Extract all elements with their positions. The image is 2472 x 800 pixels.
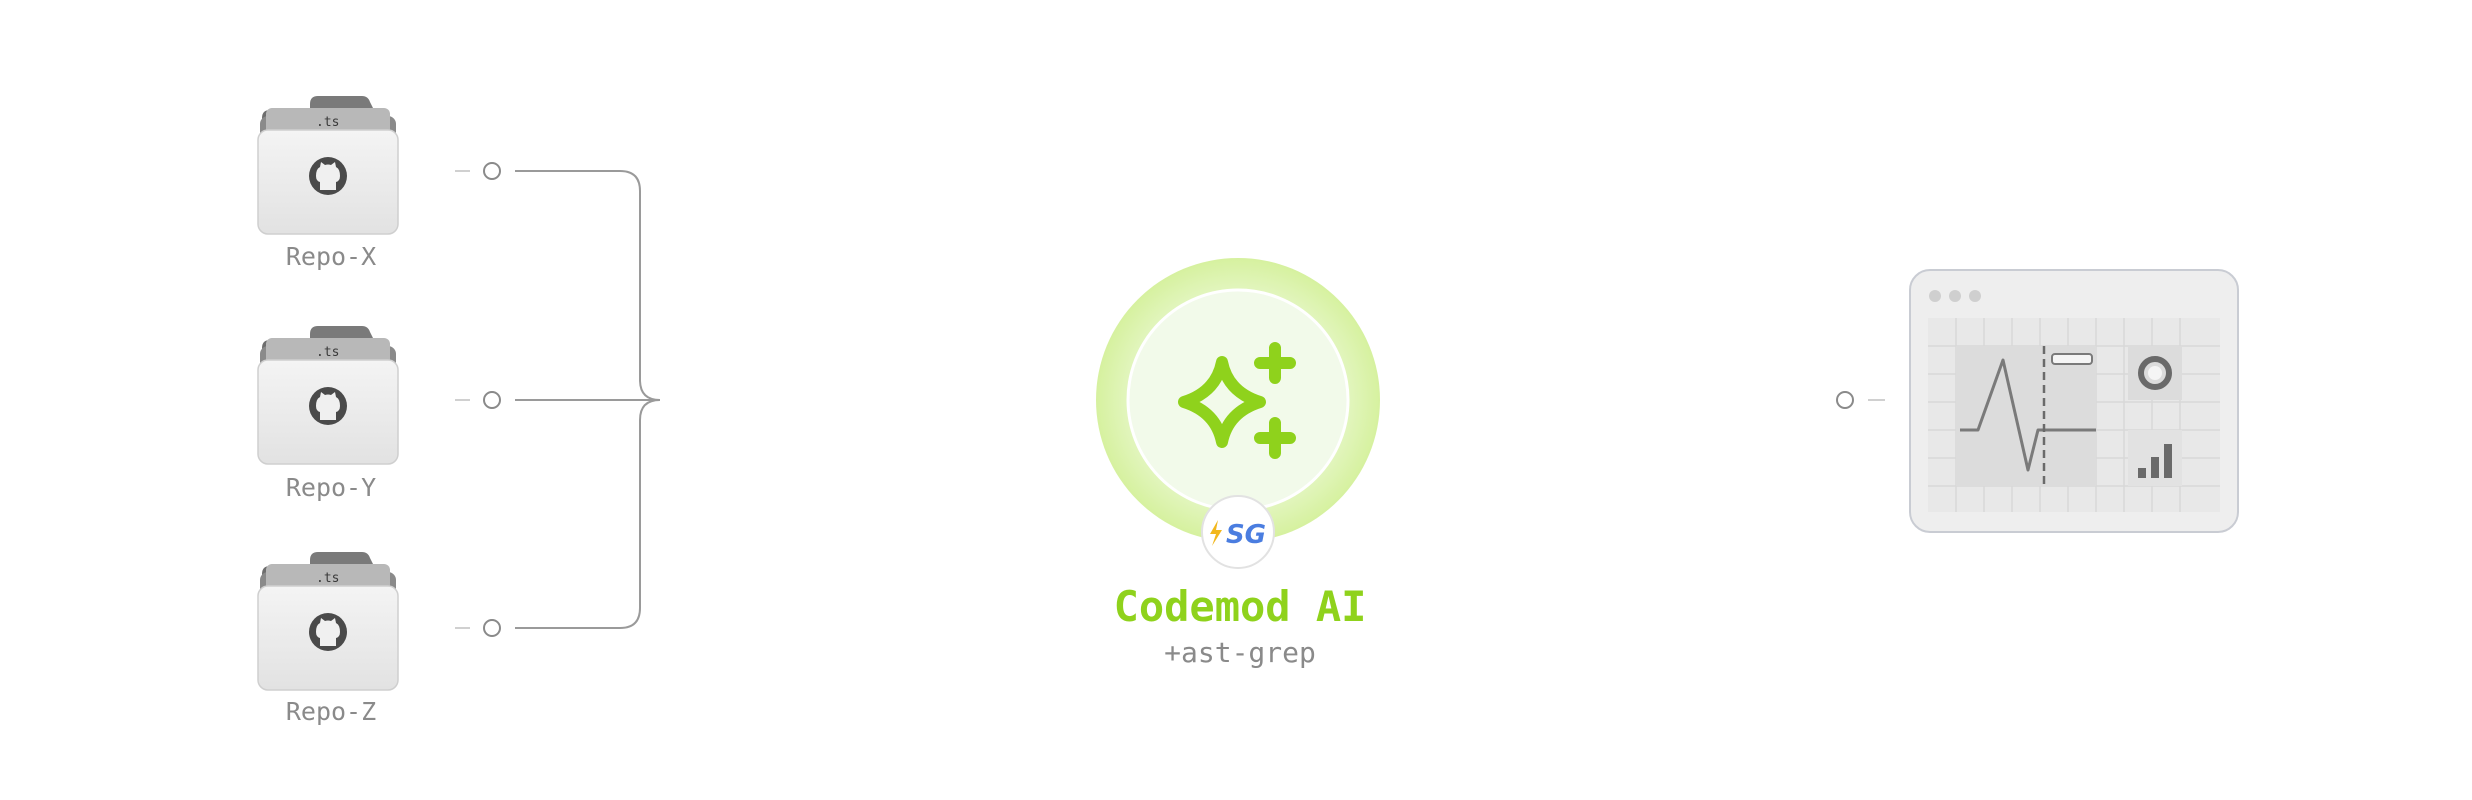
ast-grep-badge: SG (1201, 495, 1275, 569)
github-icon (309, 613, 347, 651)
repo-z[interactable] (257, 551, 399, 691)
codemod-ai-hub[interactable]: SG (1096, 258, 1380, 569)
github-icon (309, 157, 347, 195)
hub-subtitle: +ast-grep (1164, 636, 1316, 669)
hub-title: Codemod AI (1113, 582, 1367, 631)
repo-y[interactable] (257, 325, 399, 465)
github-icon (309, 387, 347, 425)
connector-line-right (1395, 391, 1885, 409)
repo-label-y: Repo-Y (285, 473, 377, 502)
badge-text: SG (1226, 520, 1266, 550)
repo-x[interactable] (257, 95, 399, 235)
repo-label-x: Repo-X (285, 242, 377, 271)
repo-label-z: Repo-Z (285, 697, 377, 726)
connector-lines-left (455, 170, 1082, 629)
connector-nodes-left (483, 162, 501, 637)
sparkle-icon (1178, 342, 1296, 459)
dashboard-icon[interactable] (1909, 269, 2239, 533)
